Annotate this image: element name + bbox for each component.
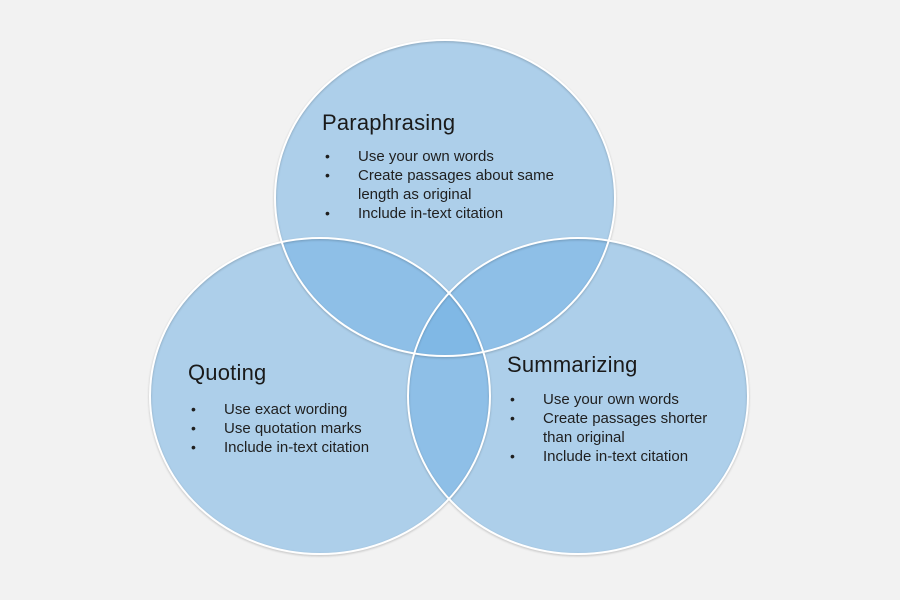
bullet-icon: •: [325, 205, 330, 221]
paraphrasing-bullet-list: • Use your own words • Create passages a…: [322, 147, 568, 223]
list-item: • Create passages about same length as o…: [322, 166, 568, 204]
list-item: • Create passages shorter than original: [507, 409, 735, 447]
quoting-section: Quoting • Use exact wording • Use quotat…: [188, 360, 428, 457]
bullet-icon: •: [325, 148, 330, 164]
bullet-text: Include in-text citation: [543, 448, 689, 465]
bullet-text: Use your own words: [358, 148, 494, 165]
quoting-title: Quoting: [188, 360, 267, 385]
venn-outline-summarizing: [407, 237, 749, 555]
bullet-text: Use exact wording: [224, 401, 348, 418]
bullet-text: Include in-text citation: [358, 205, 504, 222]
venn-fills: [150, 40, 748, 554]
summarizing-title: Summarizing: [507, 352, 638, 377]
bullet-icon: •: [191, 439, 196, 455]
venn-outlines: [149, 39, 749, 555]
list-item: • Use exact wording: [188, 400, 428, 419]
bullet-icon: •: [191, 401, 196, 417]
summarizing-bullet-list: • Use your own words • Create passages s…: [507, 390, 735, 466]
bullet-text: Create passages shorter than original: [543, 410, 708, 446]
paraphrasing-section: Paraphrasing • Use your own words • Crea…: [322, 110, 568, 223]
list-item: • Include in-text citation: [188, 438, 428, 457]
bullet-icon: •: [510, 391, 515, 407]
bullet-text: Use your own words: [543, 391, 679, 408]
list-item: • Use quotation marks: [188, 419, 428, 438]
bullet-text: Create passages about same length as ori…: [358, 167, 554, 203]
summarizing-section: Summarizing • Use your own words • Creat…: [507, 352, 735, 466]
list-item: • Use your own words: [507, 390, 735, 409]
venn-circle-summarizing: [408, 238, 748, 554]
bullet-icon: •: [510, 410, 515, 426]
bullet-icon: •: [325, 167, 330, 183]
quoting-bullet-list: • Use exact wording • Use quotation mark…: [188, 400, 428, 457]
paraphrasing-title: Paraphrasing: [322, 110, 456, 135]
bullet-text: Include in-text citation: [224, 439, 370, 456]
venn-outline-paraphrasing: [274, 39, 616, 357]
venn-circle-quoting: [150, 238, 490, 554]
bullet-text: Use quotation marks: [224, 420, 362, 437]
bullet-icon: •: [510, 448, 515, 464]
venn-outline-quoting: [149, 237, 491, 555]
list-item: • Include in-text citation: [507, 447, 735, 466]
bullet-icon: •: [191, 420, 196, 436]
list-item: • Use your own words: [322, 147, 568, 166]
list-item: • Include in-text citation: [322, 204, 568, 223]
